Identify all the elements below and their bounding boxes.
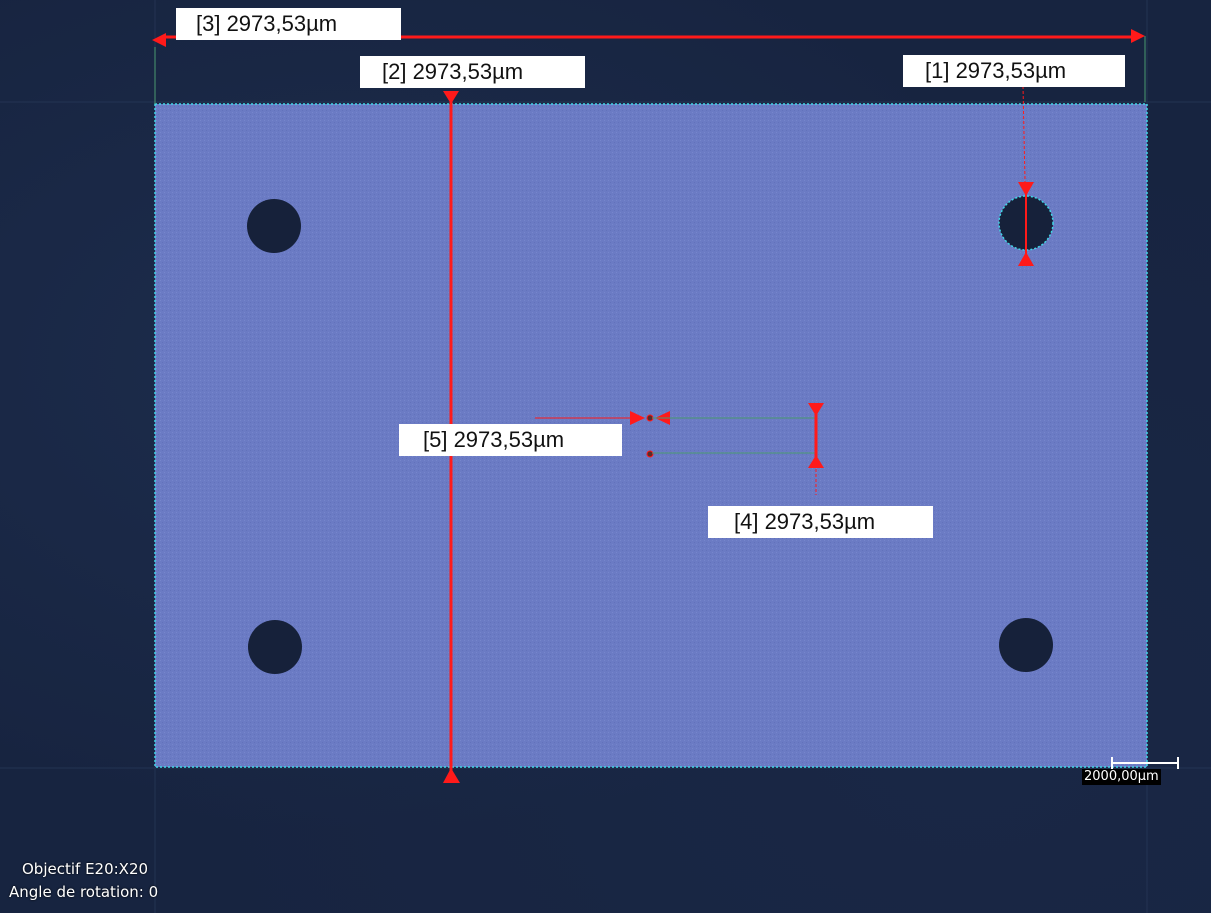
hole-bottom-left[interactable]: [248, 620, 302, 674]
measure-4-label[interactable]: [4] 2973,53µm: [708, 506, 933, 538]
measure-2-label[interactable]: [2] 2973,53µm: [360, 56, 585, 88]
hole-bottom-right[interactable]: [999, 618, 1053, 672]
part-plate[interactable]: [155, 104, 1147, 767]
part-outline: [154, 103, 1148, 768]
rotation-info: Angle de rotation: 0: [9, 883, 159, 901]
scale-bar: [1111, 757, 1179, 769]
measure-3-label[interactable]: [3] 2973,53µm: [176, 8, 401, 40]
measure-1-label[interactable]: [1] 2973,53µm: [903, 55, 1125, 87]
measure-5-label[interactable]: [5] 2973,53µm: [399, 424, 622, 456]
objective-info: Objectif E20:X20: [22, 860, 149, 878]
scale-bar-label: 2000,00µm: [1082, 769, 1161, 785]
measure-4-line[interactable]: [652, 403, 824, 495]
measure-1-line[interactable]: [1018, 85, 1034, 266]
hole-top-left[interactable]: [247, 199, 301, 253]
